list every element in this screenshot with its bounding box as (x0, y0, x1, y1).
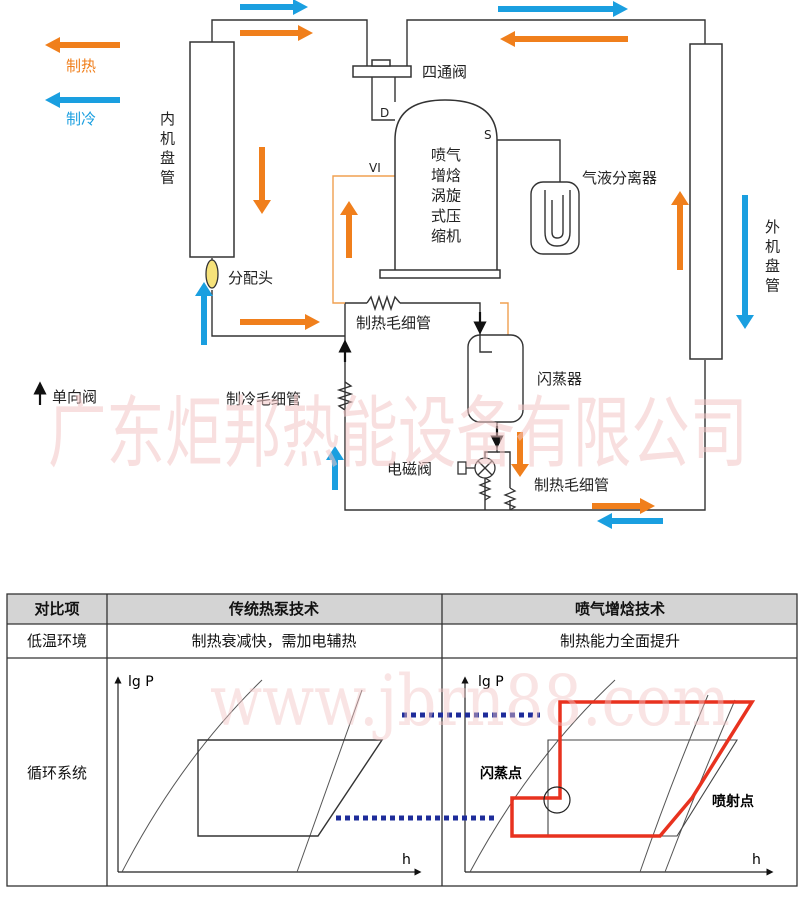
heating-capillary-top-coil (366, 294, 401, 312)
heating-arrows (45, 25, 689, 514)
table-header-evi: 喷气增焓技术 (575, 600, 665, 618)
flash-evaporator (467, 334, 524, 423)
flash-point-label: 闪蒸点 (480, 765, 522, 782)
table-cell-evi-low-temp: 制热能力全面提升 (560, 632, 680, 650)
flash-evaporator-label: 闪蒸器 (537, 370, 582, 388)
table-header-item: 对比项 (34, 600, 79, 618)
vi-injection-line (332, 175, 395, 304)
distributor-label: 分配头 (228, 269, 273, 287)
chart-right-ylabel: lg P (478, 674, 504, 690)
legend-heating-label: 制热 (66, 57, 96, 75)
dotted-connectors (336, 712, 540, 821)
port-s-label: S (484, 128, 492, 142)
indoor-coil-label: 内机盘管 (160, 110, 175, 187)
injection-point-label: 喷射点 (712, 793, 754, 810)
legend-cooling-label: 制冷 (66, 110, 96, 128)
legend-heating-arrow (45, 37, 120, 53)
table-row-label-cycle: 循环系统 (27, 764, 87, 782)
check-valve-arrows (33, 312, 504, 449)
chart-left-ylabel: lg P (128, 674, 154, 690)
outdoor-coil (689, 43, 723, 360)
cooling-arrows (45, 0, 754, 529)
compressor (379, 99, 501, 279)
legend-cooling-arrow (45, 92, 120, 108)
heating-capillary-top-label: 制热毛细管 (356, 314, 431, 332)
pipe-network (211, 19, 706, 511)
bottom-capillary-right (503, 487, 517, 511)
table-cell-traditional-low-temp: 制热衰减快，需加电辅热 (191, 632, 356, 650)
traditional-cycle (197, 739, 384, 837)
compressor-label: 喷气增焓涡旋式压缩机 (431, 146, 461, 245)
port-vi-label: VI (369, 161, 381, 175)
gas-liquid-separator (530, 181, 580, 255)
site-watermark: www.jbrn88.com (210, 660, 730, 742)
chart-right-xlabel: h (752, 852, 761, 868)
four-way-valve (352, 59, 412, 78)
indoor-coil (189, 41, 235, 258)
evi-cycle (510, 700, 756, 838)
chart-left-xlabel: h (402, 852, 411, 868)
separator-label: 气液分离器 (582, 169, 657, 187)
cooling-capillary-label: 制冷毛细管 (226, 390, 301, 408)
company-watermark: 广东炬邦热能设备有限公司 (48, 389, 748, 479)
flash-point-marker (543, 786, 571, 814)
outdoor-coil-label: 外机盘管 (765, 218, 780, 295)
heating-capillary-bottom-label: 制热毛细管 (534, 476, 609, 494)
comparison-table: 对比项 传统热泵技术 喷气增焓技术 低温环境 制热衰减快，需加电辅热 制热能力全… (6, 593, 798, 887)
distributor (205, 259, 219, 289)
solenoid-valve-label: 电磁阀 (387, 460, 432, 478)
cooling-capillary-coil (336, 381, 354, 411)
solenoid-valve (457, 457, 496, 479)
four-way-valve-label: 四通阀 (422, 63, 467, 81)
bottom-capillary-left (478, 477, 492, 501)
port-d-label: D (380, 106, 389, 120)
ph-chart-traditional: lg P h (114, 674, 422, 876)
ph-chart-evi: lg P h 闪蒸点 喷射点 (461, 674, 774, 876)
legend-check-valve-label: 单向阀 (52, 388, 97, 406)
table-header-traditional: 传统热泵技术 (228, 600, 319, 618)
table-row-label-low-temp: 低温环境 (27, 632, 87, 650)
